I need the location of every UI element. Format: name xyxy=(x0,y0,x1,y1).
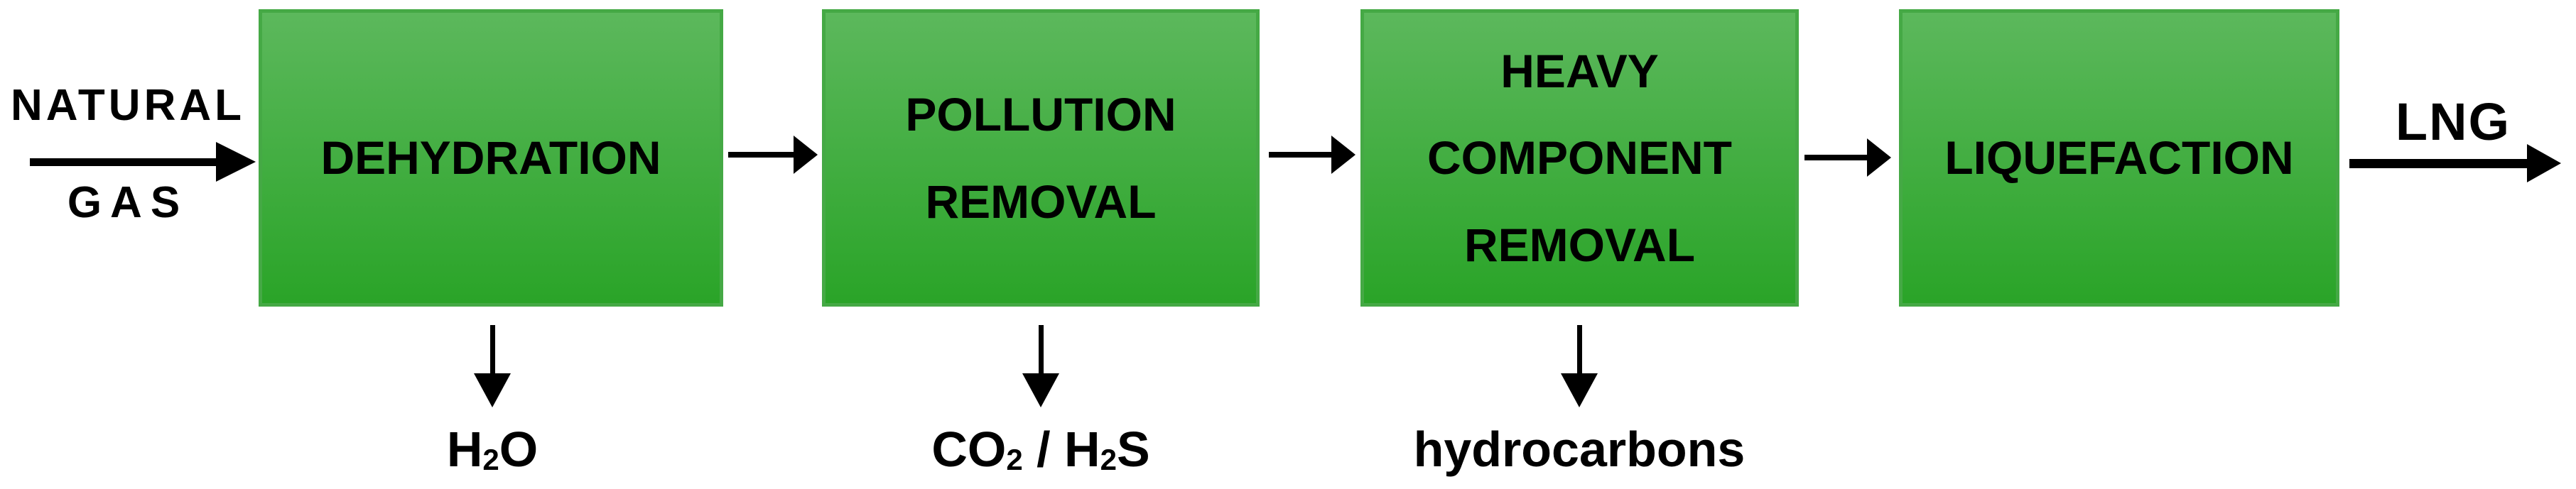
arrow-shaft xyxy=(1269,152,1331,158)
formula-text: hydrocarbons xyxy=(1413,422,1746,477)
input-label-natural: NATURAL xyxy=(10,81,245,130)
arrow-shaft xyxy=(489,325,495,373)
byproduct-arrow-h2o xyxy=(474,325,511,407)
arrow-shaft xyxy=(1576,325,1582,373)
byproduct-arrow-hydrocarbons xyxy=(1561,325,1598,407)
process-box-label: LIQUEFACTION xyxy=(1944,131,2294,185)
formula-text: / H xyxy=(1022,422,1100,477)
arrow-head-icon xyxy=(1022,373,1059,407)
byproduct-label-co2-h2s: CO2 / H2S xyxy=(899,422,1183,477)
input-label-gas: GAS xyxy=(67,178,189,227)
output-label-lng: LNG xyxy=(2395,92,2511,151)
arrow-shaft xyxy=(2349,158,2527,168)
flow-arrow-2 xyxy=(1269,136,1355,174)
formula-subscript: 2 xyxy=(1100,443,1117,477)
output-flow-arrow xyxy=(2349,144,2561,182)
flow-arrow-3 xyxy=(1804,138,1891,177)
arrow-shaft xyxy=(1038,325,1044,373)
process-box-liquefaction: LIQUEFACTION xyxy=(1899,9,2339,307)
arrow-head-icon xyxy=(2527,144,2561,182)
byproduct-label-hydrocarbons: hydrocarbons xyxy=(1402,424,1757,474)
flow-arrow-1 xyxy=(728,136,818,174)
byproduct-arrow-co2-h2s xyxy=(1022,325,1059,407)
formula-text: H xyxy=(446,422,483,477)
arrow-head-icon xyxy=(1867,138,1891,177)
formula-subscript: 2 xyxy=(1006,443,1023,477)
process-box-label: HEAVY xyxy=(1500,45,1659,98)
formula-subscript: 2 xyxy=(482,443,499,477)
formula-text: O xyxy=(499,422,539,477)
process-box-dehydration: DEHYDRATION xyxy=(259,9,723,307)
process-box-label: REMOVAL xyxy=(1463,218,1696,271)
process-box-label: REMOVAL xyxy=(925,175,1157,228)
process-box-pollution-removal: POLLUTION REMOVAL xyxy=(822,9,1260,307)
arrow-head-icon xyxy=(474,373,511,407)
arrow-head-icon xyxy=(1331,136,1355,174)
process-box-label: DEHYDRATION xyxy=(320,131,661,185)
arrow-head-icon xyxy=(1561,373,1598,407)
formula-text: S xyxy=(1116,422,1150,477)
input-flow-arrow xyxy=(30,142,256,182)
arrow-shaft xyxy=(728,152,794,158)
byproduct-label-h2o: H2O xyxy=(386,422,599,477)
process-box-label: COMPONENT xyxy=(1427,131,1732,185)
arrow-head-icon xyxy=(216,142,256,182)
process-box-label: POLLUTION xyxy=(905,88,1176,141)
process-box-heavy-component-removal: HEAVY COMPONENT REMOVAL xyxy=(1360,9,1799,307)
arrow-shaft xyxy=(1804,155,1867,160)
arrow-shaft xyxy=(30,158,216,166)
arrow-head-icon xyxy=(794,136,818,174)
formula-text: CO xyxy=(931,422,1007,477)
